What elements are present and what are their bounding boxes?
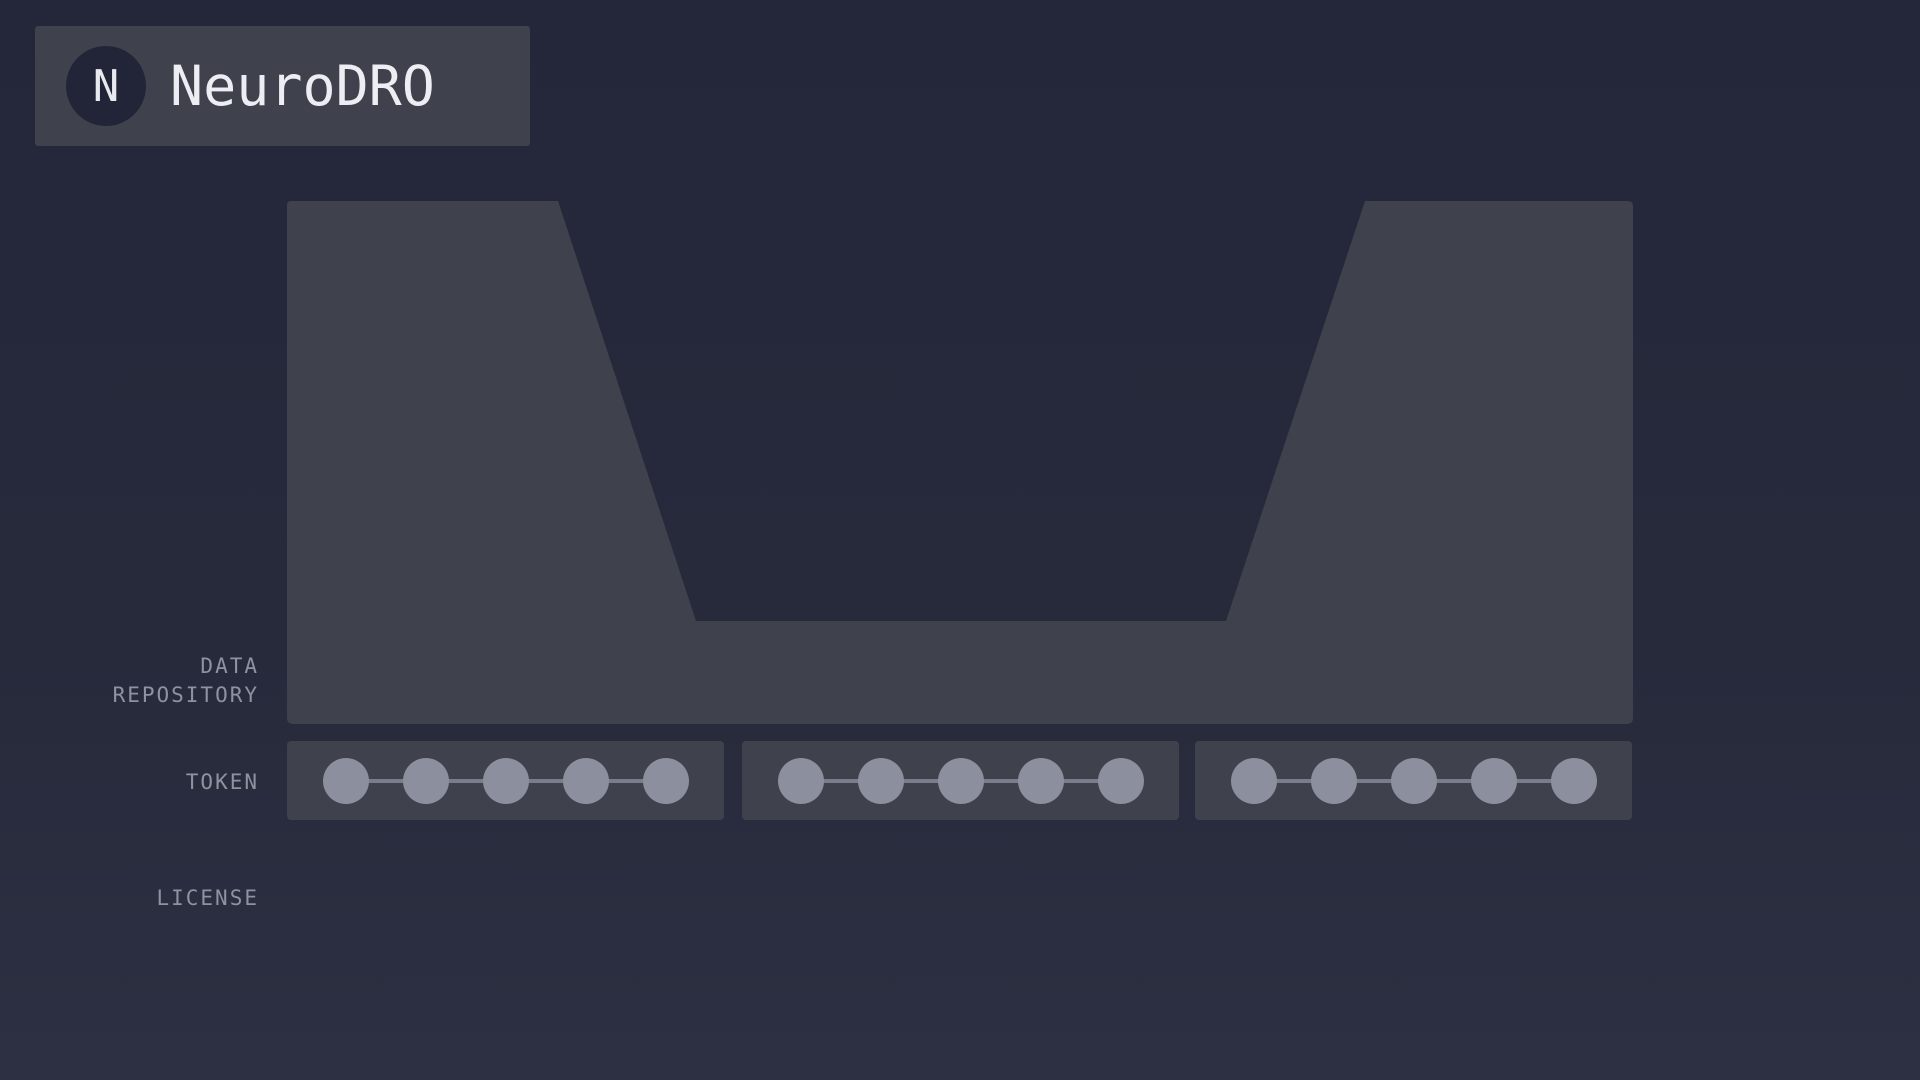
- data-repository-label-line1: DATA: [200, 654, 259, 678]
- brand-badge: N NeuroDRO: [35, 26, 530, 146]
- data-repository-block: [287, 201, 1633, 724]
- token-dot: [643, 758, 689, 804]
- token-dot: [403, 758, 449, 804]
- brand-logo-mark: N: [66, 46, 146, 126]
- token-group: [742, 741, 1179, 820]
- token-dot: [1098, 758, 1144, 804]
- data-repository-label-line2: REPOSITORY: [112, 683, 259, 707]
- token-group: [1195, 741, 1632, 820]
- data-repository-label: DATA REPOSITORY: [113, 652, 259, 710]
- token-label: TOKEN: [185, 770, 259, 794]
- token-dot: [858, 758, 904, 804]
- token-dot: [1311, 758, 1357, 804]
- token-dot: [483, 758, 529, 804]
- token-dot: [1231, 758, 1277, 804]
- token-dot: [1018, 758, 1064, 804]
- token-dot: [563, 758, 609, 804]
- token-dot: [1391, 758, 1437, 804]
- brand-name: NeuroDRO: [170, 54, 435, 118]
- token-dot: [938, 758, 984, 804]
- token-dot: [1551, 758, 1597, 804]
- token-dot: [323, 758, 369, 804]
- token-group: [287, 741, 724, 820]
- token-dot: [1471, 758, 1517, 804]
- token-dot: [778, 758, 824, 804]
- license-label: LICENSE: [156, 886, 259, 910]
